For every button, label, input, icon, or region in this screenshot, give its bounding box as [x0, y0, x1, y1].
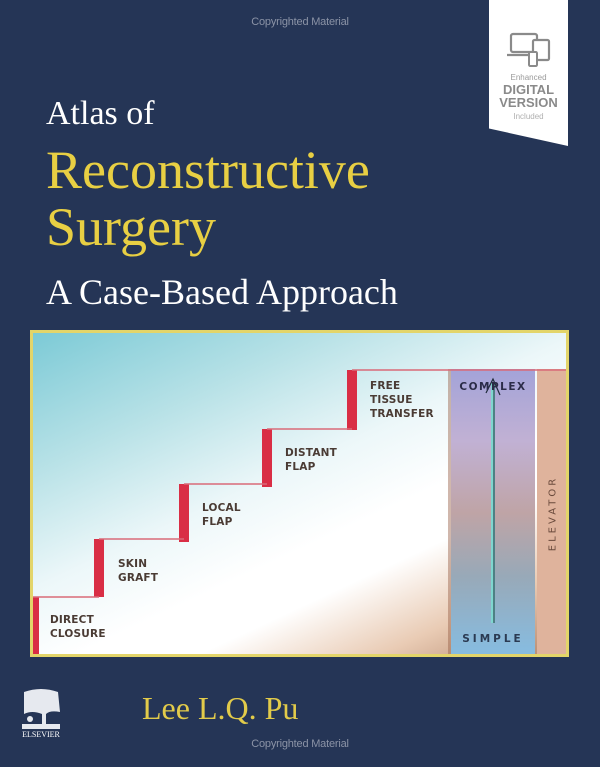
- step-label-line: FLAP: [202, 516, 233, 528]
- copyright-watermark-top: Copyrighted Material: [251, 16, 349, 28]
- badge-enhanced: Enhanced: [510, 73, 547, 82]
- title-line-2: Surgery: [46, 197, 216, 257]
- subtitle: A Case-Based Approach: [46, 272, 398, 312]
- badge-digital-version: DIGITAL VERSION: [489, 83, 568, 109]
- step-label-line: TISSUE: [370, 394, 413, 406]
- elevator-label: ELEVATOR: [547, 475, 559, 552]
- step-label-line: CLOSURE: [50, 628, 106, 640]
- author-name: Lee L.Q. Pu: [142, 690, 299, 726]
- badge-included: Included: [513, 112, 544, 121]
- simple-label: SIMPLE: [462, 633, 524, 645]
- step-label-line: FLAP: [285, 461, 316, 473]
- step-label-line: FREE: [370, 380, 401, 392]
- title-line-1: Reconstructive: [46, 140, 370, 200]
- digital-version-badge: Enhanced DIGITAL VERSION Included: [489, 0, 568, 146]
- step-label-line: SKIN: [118, 558, 148, 570]
- step-free-tissue-transfer: FREE TISSUE TRANSFER: [370, 379, 434, 421]
- staircase-diagram: [33, 369, 566, 654]
- step-label-line: TRANSFER: [370, 408, 434, 420]
- step-label-line: DISTANT: [285, 447, 338, 459]
- column-shadow: [448, 369, 451, 654]
- step-label-line: LOCAL: [202, 502, 241, 514]
- step-distant-flap: DISTANT FLAP: [285, 446, 337, 474]
- badge-digital: DIGITAL: [502, 82, 555, 97]
- arrow-up-icon: [485, 377, 501, 396]
- badge-version: VERSION: [499, 95, 558, 110]
- reconstructive-ladder-figure: DIRECT CLOSURE SKIN GRAFT LOCAL FLAP DIS…: [30, 330, 569, 657]
- step-label-line: GRAFT: [118, 572, 159, 584]
- devices-icon: [507, 32, 551, 67]
- step-direct-closure: DIRECT CLOSURE: [50, 613, 106, 641]
- title-prefix: Atlas of: [46, 95, 155, 132]
- step-label-line: DIRECT: [50, 614, 94, 626]
- step-skin-graft: SKIN GRAFT: [118, 557, 158, 585]
- copyright-watermark-bottom: Copyrighted Material: [251, 738, 349, 750]
- step-local-flap: LOCAL FLAP: [202, 501, 241, 529]
- complex-label: COMPLEX: [459, 381, 527, 393]
- publisher-name: ELSEVIER: [22, 730, 60, 739]
- elsevier-tree-icon: [22, 689, 60, 729]
- elevator-column: [537, 369, 566, 654]
